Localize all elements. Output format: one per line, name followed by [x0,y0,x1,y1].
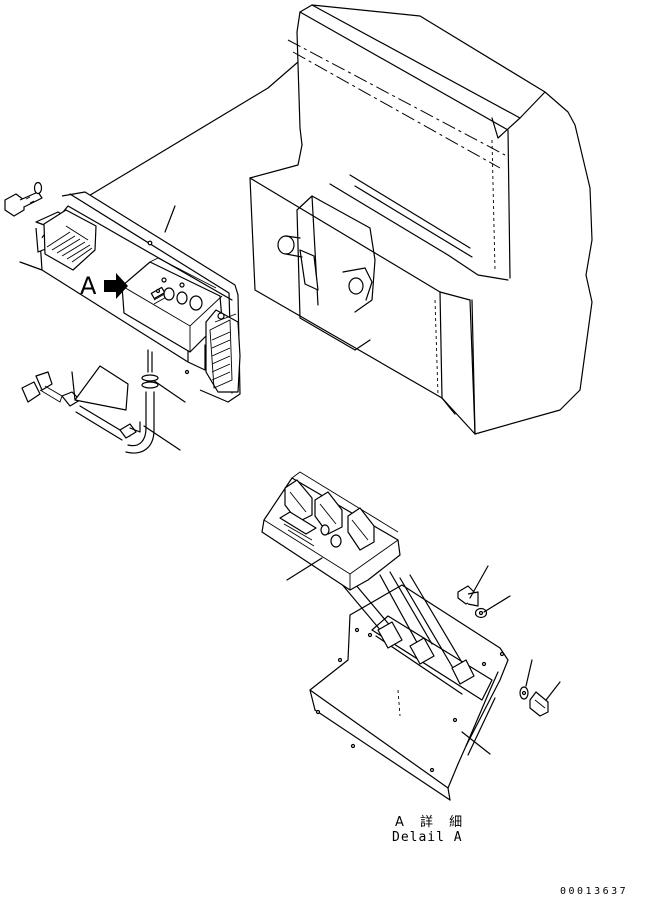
detail-a-assembly [261,471,509,801]
cab-dashboard [249,4,593,435]
leader-detail-bolt-lower [545,681,561,701]
leader-detail-plate [461,731,491,755]
leader-hose [143,425,181,451]
leader-detail-washer-lower [525,659,533,687]
right-arrow-icon [104,273,128,299]
leader-wiring [149,377,186,403]
leader-detail-switch [286,557,323,581]
leader-detail-bolt-upper [469,565,489,599]
bolt-detail-upper [457,585,488,619]
leader-panel [164,205,176,233]
leader-line-cab [81,61,299,201]
leader-detail-washer-upper [483,595,511,613]
dashboard-panel [19,191,241,403]
view-marker-label: A [80,272,97,300]
drawing-number: 00013637 [560,886,629,897]
bolt-top-left [4,181,43,217]
hose-tube [125,349,159,454]
wiring-harness [21,365,141,441]
detail-caption-en: Delail A [392,830,463,845]
detail-caption-jp: A 詳 細 [395,815,469,830]
bolt-detail-lower [519,686,549,717]
